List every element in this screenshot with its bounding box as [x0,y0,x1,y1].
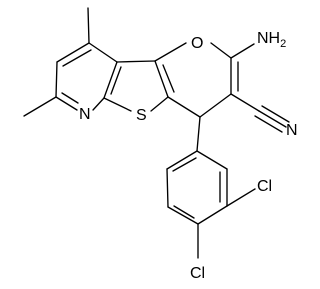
atom-labels: O NH2 N N S Cl Cl [79,30,298,282]
amine-label: NH2 [257,30,286,50]
thiophene-sulfur-label: S [136,107,147,124]
chlorine-meta-label: Cl [257,178,272,195]
amine-text: NH [257,30,280,47]
chemical-structure: O NH2 N N S Cl Cl [23,7,298,282]
bond-network [23,7,290,259]
ring-oxygen-label: O [191,35,203,52]
pyridine-nitrogen-label: N [79,106,91,123]
amine-subscript: 2 [280,38,286,50]
chlorine-para-label: Cl [190,265,205,282]
nitrile-nitrogen-label: N [286,122,298,139]
